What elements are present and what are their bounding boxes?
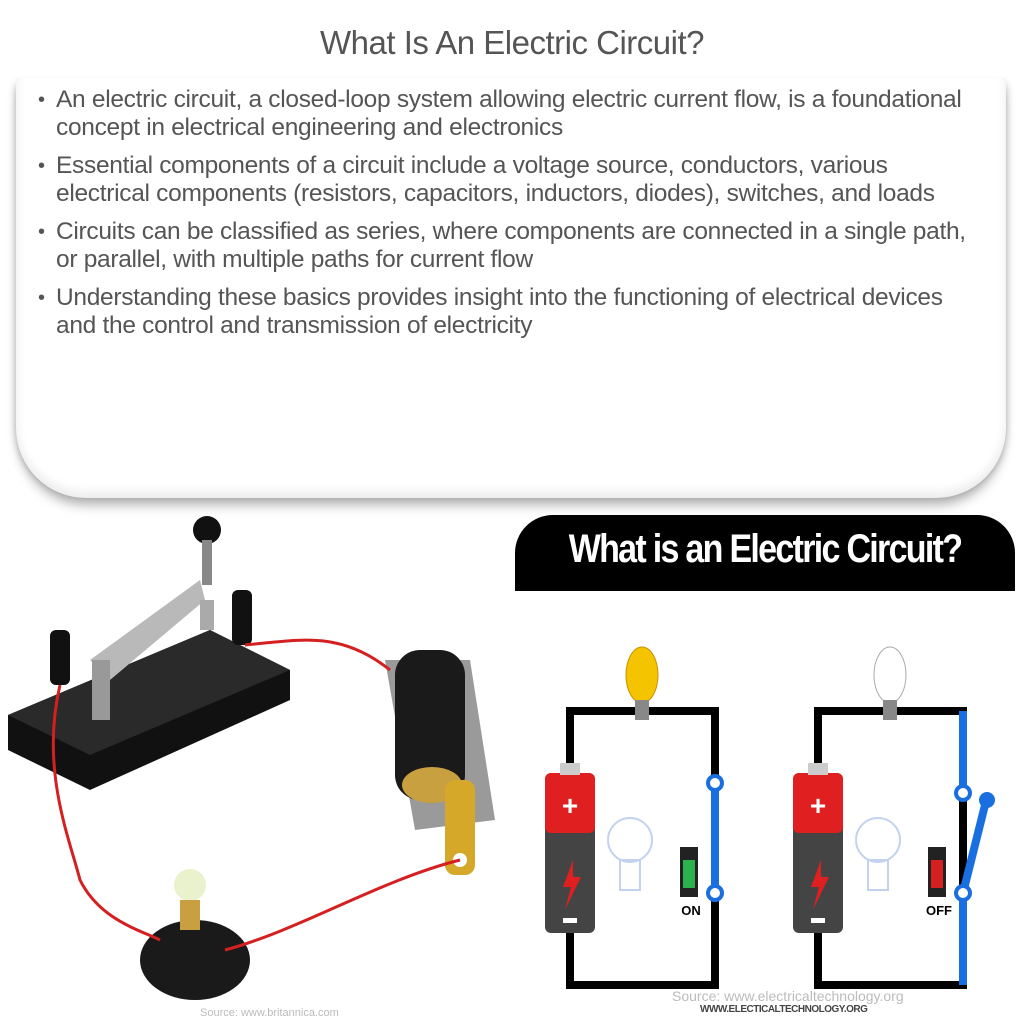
bullet-item: Essential components of a circuit includ… [36, 152, 986, 208]
bullet-item: Understanding these basics provides insi… [36, 284, 986, 340]
bullet-item: Circuits can be classified as series, wh… [36, 218, 986, 274]
circuit-photo: Source: www.britannica.com [0, 510, 510, 1024]
switch-on-label: ON [681, 903, 701, 918]
circuit-on: + ON [545, 646, 724, 989]
photo-credit: Source: www.britannica.com [200, 1007, 339, 1019]
bullet-item: An electric circuit, a closed-loop syste… [36, 86, 986, 142]
bulb-holder-image [140, 869, 250, 1000]
diagram-banner-text: What is an Electric Circuit? [568, 527, 963, 571]
battery-icon: + [793, 763, 843, 933]
circuit-off: + OFF [793, 646, 995, 989]
diagram-banner: What is an Electric Circuit? [515, 515, 1015, 591]
diagram-credit: Source: www.electricaltechnology.org [672, 988, 904, 1004]
switch-off-icon [928, 847, 946, 897]
bulb-off-icon [873, 646, 907, 720]
switch-off-label: OFF [926, 903, 952, 918]
bullet-list: An electric circuit, a closed-loop syste… [36, 86, 986, 350]
bulb-on-icon [625, 646, 659, 720]
bulb-outline-icon [855, 817, 901, 891]
circuit-diagram: What is an Electric Circuit? + ON + OFF [515, 515, 1024, 1024]
svg-text:+: + [810, 790, 826, 821]
diagram-watermark: WWW.ELECTICALTECHNOLOGY.ORG [700, 1004, 868, 1015]
battery-icon: + [545, 763, 595, 933]
svg-text:+: + [562, 790, 578, 821]
switch-on-icon [680, 847, 698, 897]
knife-switch-image [8, 516, 290, 790]
battery-holder-image [385, 650, 495, 875]
page-title: What Is An Electric Circuit? [320, 24, 704, 61]
bulb-outline-icon [607, 817, 653, 891]
